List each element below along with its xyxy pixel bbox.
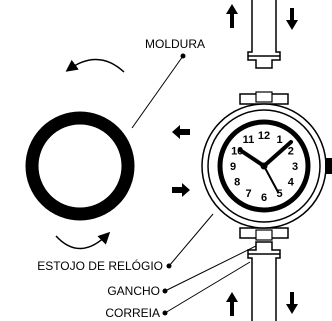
arrow-up-icon: [226, 4, 238, 28]
dial-number-3: 3: [292, 161, 298, 173]
arrow-right-icon: [172, 183, 190, 197]
dial-number-1: 1: [276, 134, 282, 146]
dial-number-5: 5: [276, 188, 282, 200]
correia-leader: [164, 261, 251, 314]
dial-number-9: 9: [230, 161, 236, 173]
lower-strap: [247, 241, 281, 321]
rotate-arrow-bottom: [55, 231, 111, 250]
second-hand: [263, 165, 279, 193]
gancho-label: GANCHO: [107, 284, 160, 298]
moldura-leader: [131, 55, 184, 129]
dial-number-12: 12: [258, 130, 270, 142]
arrow-up-icon: [226, 292, 238, 316]
estojo-leader: [168, 213, 214, 267]
watch-hands: [238, 140, 293, 193]
hand-pivot: [260, 162, 268, 170]
dial-number-7: 7: [245, 188, 251, 200]
gancho-dot: [162, 288, 168, 294]
upper-strap: [247, 0, 281, 69]
correia-label: CORREIA: [105, 306, 160, 320]
arrow-down-icon: [286, 292, 298, 314]
moldura-label: MOLDURA: [145, 37, 205, 51]
hour-hand: [262, 140, 293, 168]
gancho-leader: [164, 245, 257, 292]
correia-dot: [162, 310, 168, 316]
lower-lug-notch: [255, 229, 273, 241]
minute-hand: [238, 148, 266, 168]
dial-number-11: 11: [243, 134, 255, 146]
estojo-dot: [166, 263, 172, 269]
upper-lug-notch: [255, 91, 273, 103]
rotate-arrow-top: [65, 58, 125, 73]
dial-number-4: 4: [288, 177, 295, 189]
arrow-left-icon: [172, 125, 190, 139]
crown: [325, 158, 332, 174]
dial-number-8: 8: [234, 177, 240, 189]
dial-number-2: 2: [288, 146, 294, 158]
arrow-down-icon: [286, 8, 298, 30]
bezel-ring: [25, 111, 135, 221]
dial-number-6: 6: [261, 192, 267, 204]
estojo-label: ESTOJO DE RELÓGIO: [37, 258, 163, 273]
moldura-dot: [180, 53, 186, 59]
